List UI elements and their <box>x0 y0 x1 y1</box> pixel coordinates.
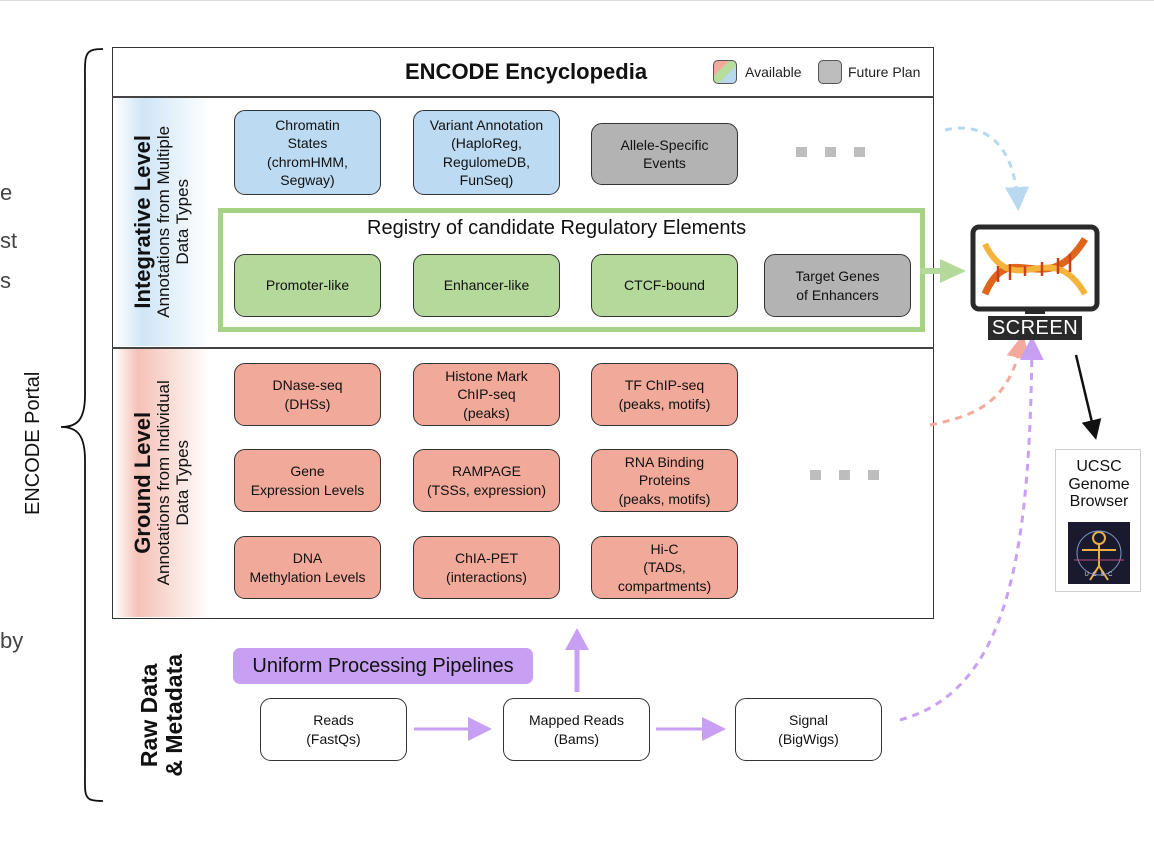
ground-to-screen-dashed <box>929 334 1031 427</box>
rna-binding-box[interactable]: RNA Binding Proteins (peaks, motifs) <box>591 449 738 512</box>
integrative-to-screen-dashed <box>944 126 1029 211</box>
cutoff-text-4: by <box>0 628 24 653</box>
portal-brace <box>60 48 104 802</box>
histone-chip-seq-box[interactable]: Histone Mark ChIP-seq (peaks) <box>413 363 560 426</box>
gene-expression-box[interactable]: Gene Expression Levels <box>234 449 381 512</box>
hi-c-box[interactable]: Hi-C (TADs, compartments) <box>591 536 738 599</box>
monitor-dna-icon <box>970 224 1100 314</box>
integrative-more-dots <box>796 147 865 157</box>
ground-more-dots <box>810 470 879 480</box>
ucsc-browser-label: UCSC Genome Browser <box>1068 458 1130 511</box>
registry-title: Registry of candidate Regulatory Element… <box>367 217 747 239</box>
legend-available-swatch <box>713 60 737 84</box>
screen-to-ucsc-arrow <box>1074 354 1102 440</box>
ground-level-label: Ground Level Annotations from Individual… <box>114 349 210 617</box>
dna-methylation-box[interactable]: DNA Methylation Levels <box>234 536 381 599</box>
screen-label: SCREEN <box>988 316 1082 340</box>
top-divider <box>0 0 1154 1</box>
enhancer-like-box[interactable]: Enhancer-like <box>413 254 560 317</box>
allele-specific-events-box[interactable]: Allele-Specific Events <box>591 123 738 185</box>
ucsc-browser-panel[interactable]: UCSC Genome Browser U C S C <box>1055 449 1141 592</box>
dnase-seq-box[interactable]: DNase-seq (DHSs) <box>234 363 381 426</box>
promoter-like-box[interactable]: Promoter-like <box>234 254 381 317</box>
integrative-level-label: Integrative Level Annotations from Multi… <box>114 98 210 346</box>
target-genes-box[interactable]: Target Genes of Enhancers <box>764 254 911 317</box>
chromatin-states-box[interactable]: Chromatin States (chromHMM, Segway) <box>234 110 381 195</box>
cutoff-text-2: st <box>0 228 18 253</box>
cutoff-text-3: s <box>0 268 11 293</box>
ucsc-logo-text: U C S C <box>1084 572 1114 578</box>
mapped-up-arrowhead <box>565 628 589 650</box>
encyclopedia-header-divider <box>112 96 934 98</box>
rampage-box[interactable]: RAMPAGE (TSSs, expression) <box>413 449 560 512</box>
ucsc-logo-icon <box>1068 522 1130 584</box>
uniform-pipelines-label: Uniform Processing Pipelines <box>233 648 533 684</box>
signal-box[interactable]: Signal (BigWigs) <box>735 698 882 761</box>
encyclopedia-title: ENCODE Encyclopedia <box>405 59 648 84</box>
legend-future-label: Future Plan <box>848 64 921 80</box>
signal-to-screen-dashed <box>899 336 1044 722</box>
registry-to-screen-arrowhead <box>940 259 966 283</box>
ctcf-bound-box[interactable]: CTCF-bound <box>591 254 738 317</box>
mapped-reads-box[interactable]: Mapped Reads (Bams) <box>503 698 650 761</box>
reads-box[interactable]: Reads (FastQs) <box>260 698 407 761</box>
encyclopedia-frame <box>112 47 934 619</box>
level-divider <box>112 347 934 349</box>
variant-annotation-box[interactable]: Variant Annotation (HaploReg, RegulomeDB… <box>413 110 560 195</box>
legend-available-label: Available <box>745 64 802 80</box>
cutoff-text-1: e <box>0 180 13 205</box>
tf-chip-seq-box[interactable]: TF ChIP-seq (peaks, motifs) <box>591 363 738 426</box>
legend-future-swatch <box>818 60 842 84</box>
chia-pet-box[interactable]: ChIA-PET (interactions) <box>413 536 560 599</box>
screen-logo[interactable]: SCREEN <box>970 224 1100 344</box>
